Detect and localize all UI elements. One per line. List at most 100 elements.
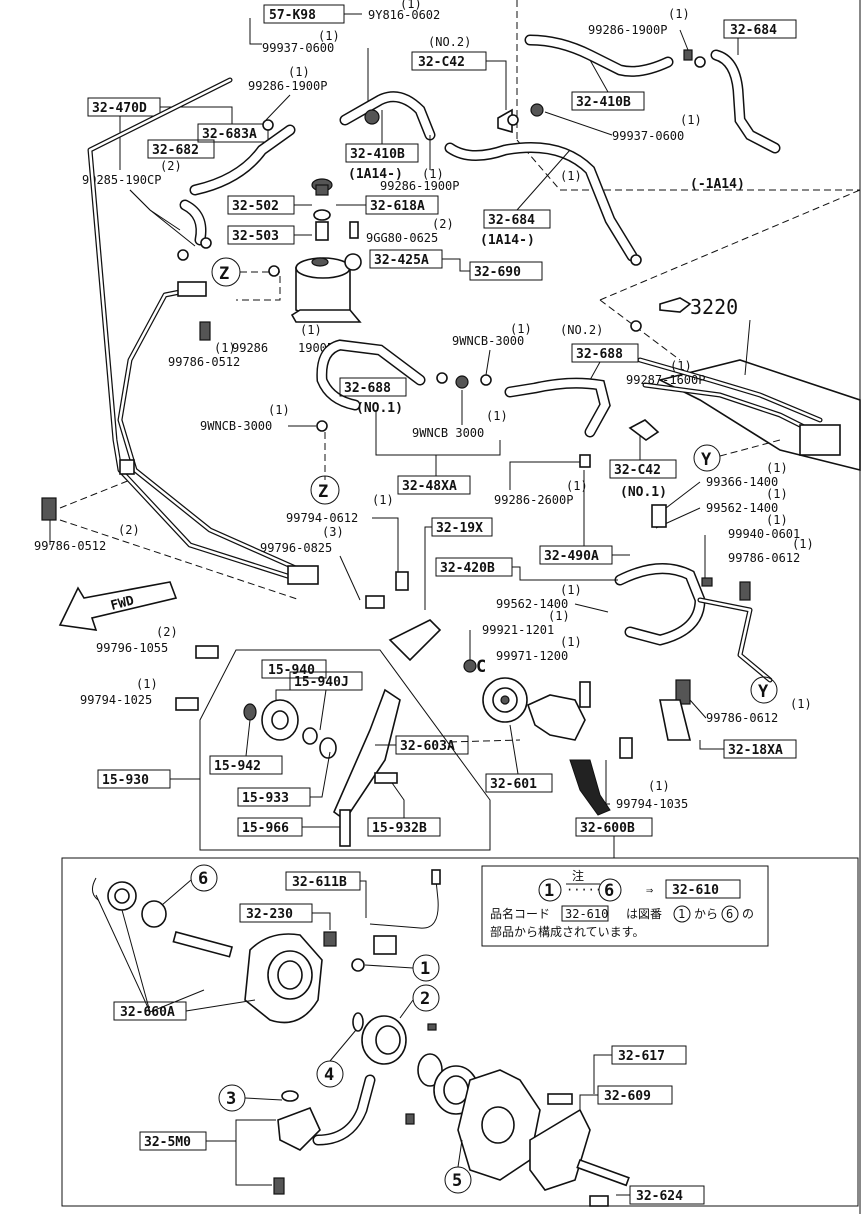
label-99786-0512-a: 99786-0512 (168, 355, 240, 369)
qty-label: (1) (668, 7, 690, 21)
pump-fitting (579, 681, 591, 708)
tensioner-group-frame (199, 649, 491, 851)
bolt (395, 571, 409, 591)
hose-nut (530, 103, 544, 117)
o-ring (281, 1090, 299, 1102)
reservoir-bracket (290, 309, 362, 323)
label-32-503: 32-503 (232, 229, 279, 244)
qty-label: (1) (300, 323, 322, 337)
label-32-688-b: 32-688 (344, 381, 391, 396)
cam-ring-inner (375, 1025, 401, 1055)
qty-label: (3) (322, 525, 344, 539)
label-32-603a: 32-603A (400, 739, 455, 754)
bolt (199, 321, 211, 341)
qty-label: (1) (766, 513, 788, 527)
note-title: 注 (572, 868, 584, 883)
bolt (339, 809, 351, 847)
label-32-c42-b: 32-C42 (614, 463, 661, 478)
qty-label: (1) (680, 113, 702, 127)
variant-label: (-1A14) (690, 177, 745, 192)
reservoir-filter (315, 221, 329, 241)
qty-label: (1) (548, 609, 570, 623)
qty-label: (1) (268, 403, 290, 417)
qty-label: (1) (318, 29, 340, 43)
hose-clamp (177, 249, 189, 261)
label-99287-1600p: 99287-1600P (626, 373, 705, 387)
hose-nut (364, 109, 380, 125)
ref-3220: 3220 (690, 295, 738, 319)
dowel-pin (405, 1113, 415, 1125)
ref-marker-y (750, 676, 778, 704)
label-32-600b: 32-600B (580, 821, 635, 836)
nut (463, 659, 477, 673)
callout-3-label: 3 (226, 1089, 236, 1109)
label-99285-190cp: 99285-190CP (82, 173, 161, 187)
qty-label: (2) (432, 217, 454, 231)
label-99286-1900p-a: 99286-1900P (248, 79, 327, 93)
ref-marker-y (693, 444, 721, 472)
pump-shaft (172, 931, 234, 958)
qty-label: (1) (560, 583, 582, 597)
fwd-arrow-icon (58, 581, 178, 631)
bolt (739, 581, 751, 601)
qty-label: (1) (136, 677, 158, 691)
bolt (374, 772, 398, 784)
label-15-933: 15-933 (242, 791, 289, 806)
qty-label: (1) (422, 167, 444, 181)
hose-clamp (262, 119, 274, 131)
pressure-plate-inner (443, 1075, 469, 1105)
label-99937-0600: 99937-0600 (262, 41, 334, 55)
qty-label: (1) (792, 537, 814, 551)
sensor-plug (431, 869, 441, 885)
label-32-684-b: 32-684 (730, 23, 777, 38)
note-circle-6-label: 6 (726, 907, 733, 921)
label-32-470d: 32-470D (92, 101, 147, 116)
snap-ring (92, 877, 99, 901)
note-circle-6-label: 6 (604, 881, 614, 901)
gear-valve (799, 424, 841, 456)
banjo-bolt (651, 504, 667, 528)
ref-marker-y-label: Y (701, 450, 712, 470)
note-circle-1 (673, 905, 691, 923)
suction-pipe-flange (277, 1106, 321, 1151)
no2-label: (NO.2) (560, 323, 603, 337)
label-32-601: 32-601 (490, 777, 537, 792)
callout-5-label: 5 (452, 1171, 462, 1191)
label-99286-2600p: 99286-2600P (494, 493, 573, 507)
clamp (683, 49, 693, 61)
hose-clamp (436, 372, 448, 384)
clip-c42 (628, 419, 660, 441)
rear-cover-boss (481, 1106, 515, 1144)
hose-clamp (480, 374, 492, 386)
label-32-5m0: 32-5M0 (144, 1135, 191, 1150)
reservoir-cap (315, 184, 329, 196)
label-15-966: 15-966 (242, 821, 289, 836)
pipe-bracket (177, 281, 207, 297)
hose-nut (455, 375, 469, 389)
label-99794-1035: 99794-1035 (616, 797, 688, 811)
ref-marker-y-label: Y (758, 682, 769, 702)
ref-marker-z-label: Z (318, 482, 328, 502)
pump-housing-inner (277, 960, 303, 990)
qty-label: (1) (670, 359, 692, 373)
callout-6 (190, 864, 218, 892)
pump-bracket (529, 1108, 591, 1191)
pipe-clip (119, 459, 135, 475)
label-99921-1201: 99921-1201 (482, 623, 554, 637)
label-32-18xa: 32-18XA (728, 743, 783, 758)
hose-clamp (316, 420, 328, 432)
label-99366-1400: 99366-1400 (706, 475, 778, 489)
label-32-420b: 32-420B (440, 561, 495, 576)
note-circle-1-label: 1 (678, 907, 685, 921)
qty-label: (1) (372, 493, 394, 507)
hose-clamp (630, 254, 642, 266)
label-99786-0512-b: 99786-0512 (34, 539, 106, 553)
label-15-940j: 15-940J (294, 675, 349, 690)
qty-label: (1) (560, 169, 582, 183)
pump-detail-frame (61, 857, 859, 1207)
label-99940-0601: 99940-0601 (728, 527, 800, 541)
label-32-410b-b: 32-410B (576, 95, 631, 110)
bolt (547, 1093, 573, 1105)
label-99286-1900p-c: 99286-1900P (588, 23, 667, 37)
